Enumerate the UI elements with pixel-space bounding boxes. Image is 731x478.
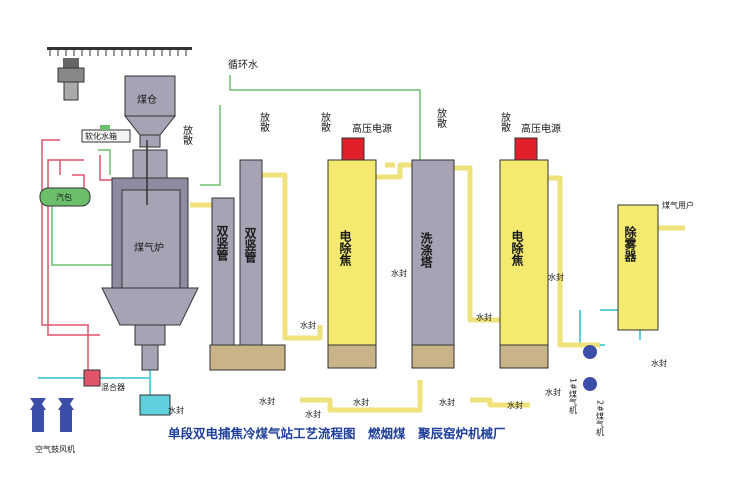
double-riser-1: 双竖管 (211, 197, 235, 369)
vent-label-4: 放散 (435, 107, 447, 129)
blower-2-label: 2#煤气机 (596, 400, 605, 437)
vent-label-2: 放散 (258, 111, 270, 133)
double-riser-2: 双竖管 (239, 159, 263, 369)
water-seal-label-1: 水封 (259, 396, 275, 406)
softened-water-tank-label: 软化水箱 (85, 131, 117, 141)
hv-power-label-2: 高压电源 (521, 122, 561, 135)
gasifier-water-seal-label: 水封 (168, 405, 184, 415)
blower-1-label: 1#煤气机 (569, 378, 578, 415)
scrubber: 洗涤塔 (411, 159, 455, 369)
water-seal-label-9: 水封 (545, 387, 561, 397)
gas-user-label: 煤气用户 (662, 200, 694, 210)
water-seal-label-8: 水封 (507, 400, 523, 410)
gasifier-water-seal: 水封 (139, 394, 184, 416)
ep-2: 电除焦 (499, 137, 549, 369)
double-riser-2-label: 双竖管 (243, 227, 257, 264)
red-piping (41, 139, 112, 370)
circulating-water-label: 循环水 (228, 58, 258, 71)
coal-bin: 煤仓 (123, 75, 177, 148)
water-seal-label-3: 水封 (305, 409, 321, 419)
mixer: 混合器 (83, 369, 125, 392)
double-riser-1-label-a: 双竖管 (215, 225, 229, 262)
ep-1: 电除焦 (327, 137, 377, 369)
gasifier-label: 煤气炉 (134, 241, 164, 254)
hv-power-label-1: 高压电源 (352, 122, 392, 135)
gas-piping (190, 162, 685, 413)
mixer-label: 混合器 (101, 382, 125, 392)
softened-water-tank: 软化水箱 (81, 125, 131, 143)
diagram-caption: 单段双电捕焦冷煤气站工艺流程图 燃烟煤 聚辰窑炉机械厂 (168, 426, 506, 441)
water-seal-label-11: 水封 (651, 358, 667, 368)
vent-label-5: 放散 (499, 111, 511, 133)
scrubber-label: 洗涤塔 (419, 231, 433, 269)
ep-2-label: 电除焦 (510, 229, 524, 267)
riser-sludge (209, 344, 286, 371)
coal-hoist (47, 47, 192, 101)
demister: 除雾器 (617, 204, 659, 331)
gasifier: 煤气炉 (101, 140, 199, 371)
water-seal-label-5: 水封 (391, 268, 407, 278)
coal-bin-label: 煤仓 (137, 93, 157, 106)
water-seal-label-7: 水封 (476, 312, 492, 322)
steam-drum: 汽包 (39, 187, 91, 207)
gas-blowers: 1#煤气机 2#煤气机 (569, 345, 605, 437)
vent-label-3: 放散 (319, 111, 331, 133)
demister-label: 除雾器 (623, 225, 637, 263)
water-seal-label-2: 水封 (300, 320, 316, 330)
vent-label-1: 放散 (181, 124, 193, 146)
ep-1-label: 电除焦 (338, 229, 352, 267)
air-blower-label: 空气鼓风机 (35, 444, 75, 454)
water-seal-label-4: 水封 (353, 397, 369, 407)
air-blowers: 空气鼓风机 (30, 398, 75, 454)
water-seal-label-6: 水封 (439, 397, 455, 407)
steam-drum-label: 汽包 (56, 192, 72, 202)
water-seal-label-10: 水封 (548, 272, 564, 282)
